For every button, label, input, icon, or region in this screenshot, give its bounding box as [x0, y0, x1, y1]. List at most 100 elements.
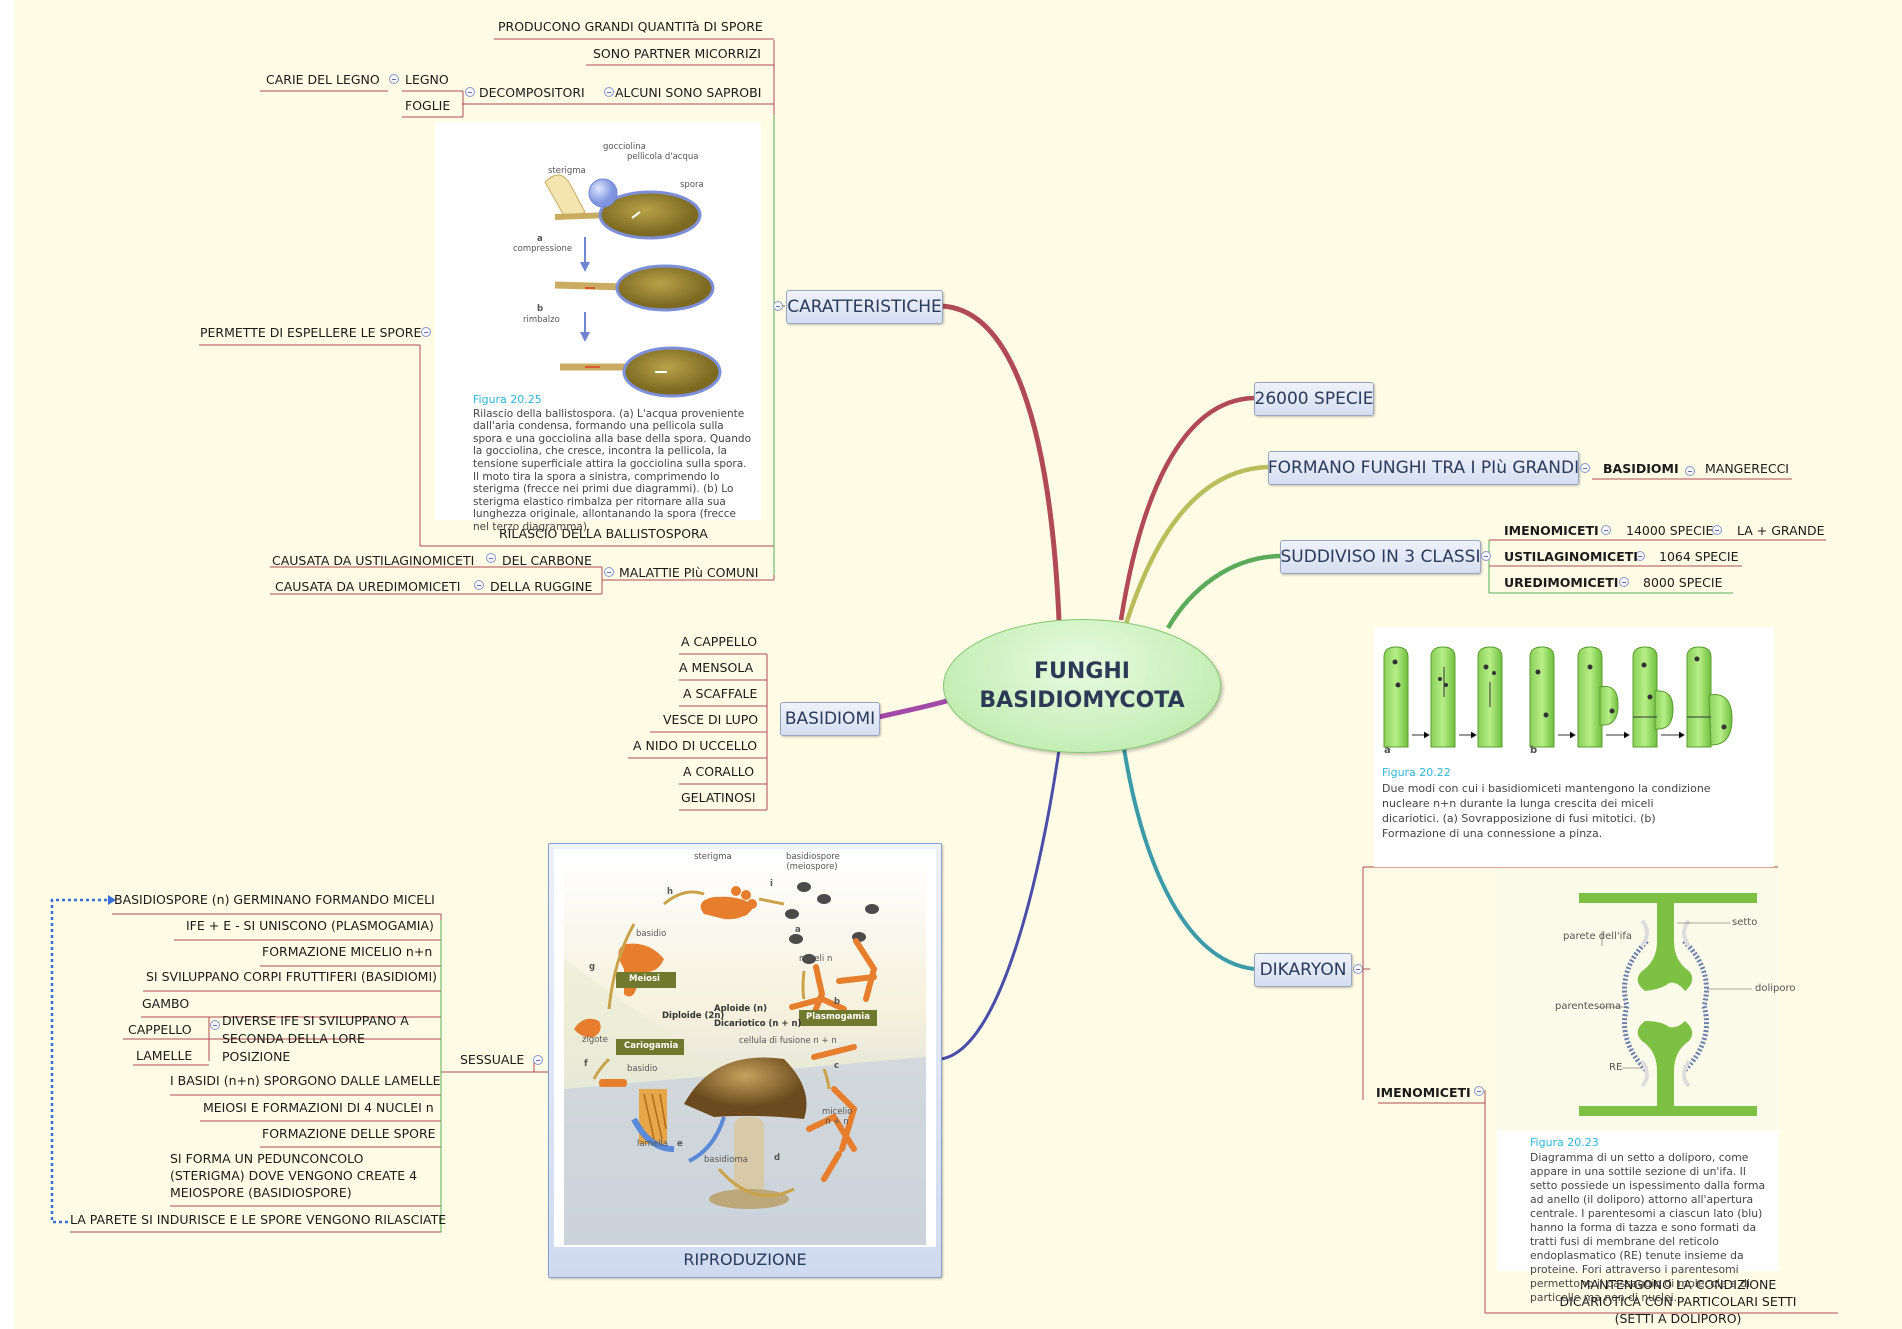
label-sterigma: sterigma [548, 166, 586, 176]
collapse-icon[interactable] [1580, 463, 1590, 473]
step-3[interactable]: FORMAZIONE MICELIO n+n [262, 944, 433, 959]
fig2022-label-a: a [1384, 745, 1391, 756]
node-foglie[interactable]: FOGLIE [405, 98, 451, 113]
node-ruggine[interactable]: DELLA RUGGINE [490, 579, 593, 594]
topic-riproduzione[interactable]: sterigma basidiospore (meiospore) basidi… [548, 843, 942, 1278]
topic-26000-specie[interactable]: 26000 SPECIE [1254, 382, 1374, 416]
class-uredimomiceti-count[interactable]: 8000 SPECIE [1643, 575, 1723, 590]
collapse-icon[interactable] [604, 87, 614, 97]
node-saprobi[interactable]: ALCUNI SONO SAPROBI [615, 85, 762, 100]
node-malattie[interactable]: MALATTIE PIù COMUNI [619, 565, 759, 580]
cycle-label-basidio: basidio [636, 929, 667, 939]
figure-20-22-caption: Figura 20.22 Due modi con cui i basidiom… [1382, 765, 1712, 841]
node-carie[interactable]: CARIE DEL LEGNO [266, 72, 380, 87]
node-producono[interactable]: PRODUCONO GRANDI QUANTITà DI SPORE [498, 19, 763, 34]
collapse-icon[interactable] [1619, 577, 1629, 587]
node-decompositori[interactable]: DECOMPOSITORI [479, 85, 585, 100]
collapse-icon[interactable] [773, 301, 783, 311]
basidiomi-item[interactable]: GELATINOSI [681, 790, 756, 805]
node-basidiomi-label[interactable]: BASIDIOMI [1603, 461, 1679, 476]
dikaryon-cells-illustration [1383, 646, 1733, 748]
topic-caratteristiche[interactable]: CARATTERISTICHE [786, 290, 943, 324]
figure-20-22: a b Figura 20.22 Due modi con cui i basi… [1374, 627, 1774, 867]
node-imenomiceti-dikaryon[interactable]: IMENOMICETI [1376, 1085, 1471, 1100]
topic-suddiviso[interactable]: SUDDIVISO IN 3 CLASSI [1280, 540, 1481, 574]
node-diverse-ife[interactable]: DIVERSE IFE SI SVILUPPANO A SECONDA DELL… [222, 1013, 409, 1064]
collapse-icon[interactable] [1635, 551, 1645, 561]
basidiomi-item[interactable]: VESCE DI LUPO [663, 712, 759, 727]
collapse-icon[interactable] [474, 580, 484, 590]
label-pellicola: pellicola d'acqua [627, 152, 699, 162]
step-1[interactable]: BASIDIOSPORE (n) GERMINANO FORMANDO MICE… [114, 892, 435, 907]
cycle-letter-c: c [834, 1061, 840, 1071]
step-9[interactable]: LA PARETE SI INDURISCE E LE SPORE VENGON… [70, 1212, 447, 1227]
cycle-letter-g: g [589, 962, 596, 972]
cycle-label-sterigma: sterigma [694, 852, 732, 862]
basidiomi-item[interactable]: A CAPPELLO [681, 634, 758, 649]
step-8[interactable]: SI FORMA UN PEDUNCONCOLO (STERIGMA) DOVE… [170, 1151, 418, 1200]
node-lamelle[interactable]: LAMELLE [136, 1048, 193, 1063]
cycle-label-miceli-n: miceli n [799, 954, 833, 964]
class-uredimomiceti[interactable]: UREDIMOMICETI [1504, 575, 1619, 590]
class-ustilaginomiceti[interactable]: USTILAGINOMICETI [1504, 549, 1638, 564]
step-2[interactable]: IFE + E - SI UNISCONO (PLASMOGAMIA) [186, 918, 434, 933]
label-setto: setto [1732, 917, 1758, 928]
label-doliporo: doliporo [1755, 983, 1796, 994]
collapse-icon[interactable] [421, 327, 431, 337]
label-rimbalzo: rimbalzo [523, 315, 560, 325]
class-imenomiceti-extra[interactable]: LA + GRANDE [1737, 523, 1825, 538]
life-cycle-illustration [564, 855, 926, 1245]
cycle-label-basidio-2: basidio [627, 1064, 658, 1074]
collapse-icon[interactable] [1601, 525, 1611, 535]
cycle-label-lamella: lamella [637, 1139, 669, 1149]
node-sessuale[interactable]: SESSUALE [460, 1052, 525, 1067]
node-gambo[interactable]: GAMBO [142, 996, 190, 1011]
topic-basidiomi[interactable]: BASIDIOMI [780, 702, 880, 736]
topic-specie-label: 26000 SPECIE [1254, 389, 1374, 409]
collapse-icon[interactable] [1353, 964, 1363, 974]
collapse-icon[interactable] [486, 553, 496, 563]
cycle-letter-h: h [667, 887, 674, 897]
cycle-label-meiosi: Meiosi [629, 974, 660, 984]
label-re: RE [1609, 1062, 1623, 1073]
collapse-icon[interactable] [1481, 551, 1491, 561]
collapse-icon[interactable] [389, 74, 399, 84]
basidiomi-item[interactable]: A SCAFFALE [683, 686, 758, 701]
step-4[interactable]: SI SVILUPPANO CORPI FRUTTIFERI (BASIDIOM… [146, 969, 438, 984]
central-topic[interactable]: FUNGHI BASIDIOMYCOTA [943, 619, 1221, 753]
figure-20-23-text: Diagramma di un setto a doliporo, come a… [1530, 1151, 1766, 1304]
collapse-icon[interactable] [1685, 466, 1695, 476]
topic-dikaryon[interactable]: DIKARYON [1254, 953, 1352, 987]
step-5[interactable]: I BASIDI (n+n) SPORGONO DALLE LAMELLE [170, 1073, 441, 1088]
basidiomi-item[interactable]: A CORALLO [683, 764, 755, 779]
step-6[interactable]: MEIOSI E FORMAZIONI DI 4 NUCLEI n [203, 1100, 434, 1115]
collapse-icon[interactable] [210, 1020, 220, 1030]
label-gocciolina: gocciolina [603, 142, 646, 152]
class-ustilaginomiceti-count[interactable]: 1064 SPECIE [1659, 549, 1739, 564]
collapse-icon[interactable] [533, 1055, 543, 1065]
topic-suddiviso-label: SUDDIVISO IN 3 CLASSI [1280, 547, 1481, 567]
node-legno[interactable]: LEGNO [405, 72, 449, 87]
node-cappello[interactable]: CAPPELLO [128, 1022, 192, 1037]
node-partner[interactable]: SONO PARTNER MICORRIZI [593, 46, 761, 61]
step-7[interactable]: FORMAZIONE DELLE SPORE [262, 1126, 436, 1141]
basidiomi-item[interactable]: A NIDO DI UCCELLO [633, 738, 758, 753]
figure-20-25-text: Rilascio della ballistospora. (a) L'acqu… [473, 407, 751, 533]
node-carbone[interactable]: DEL CARBONE [502, 553, 592, 568]
figure-20-22-text: Due modi con cui i basidiomiceti manteng… [1382, 782, 1711, 840]
class-imenomiceti-count[interactable]: 14000 SPECIE [1626, 523, 1714, 538]
fig2022-label-b: b [1530, 745, 1538, 756]
node-mantengono[interactable]: MANTENGONO LA CONDIZIONE DICARIOTICA CON… [1559, 1277, 1797, 1326]
basidiomi-item[interactable]: A MENSOLA [679, 660, 754, 675]
node-rilascio[interactable]: RILASCIO DELLA BALLISTOSPORA [499, 526, 708, 541]
collapse-icon[interactable] [465, 87, 475, 97]
collapse-icon[interactable] [1474, 1086, 1484, 1096]
node-mangerecci[interactable]: MANGERECCI [1705, 461, 1789, 476]
collapse-icon[interactable] [1712, 525, 1722, 535]
node-ustilag[interactable]: CAUSATA DA USTILAGINOMICETI [272, 553, 475, 568]
class-imenomiceti[interactable]: IMENOMICETI [1504, 523, 1599, 538]
collapse-icon[interactable] [604, 567, 614, 577]
topic-formano[interactable]: FORMANO FUNGHI TRA I PIù GRANDI [1268, 451, 1579, 485]
node-permette[interactable]: PERMETTE DI ESPELLERE LE SPORE [200, 325, 422, 340]
node-uredim[interactable]: CAUSATA DA UREDIMOMICETI [275, 579, 461, 594]
